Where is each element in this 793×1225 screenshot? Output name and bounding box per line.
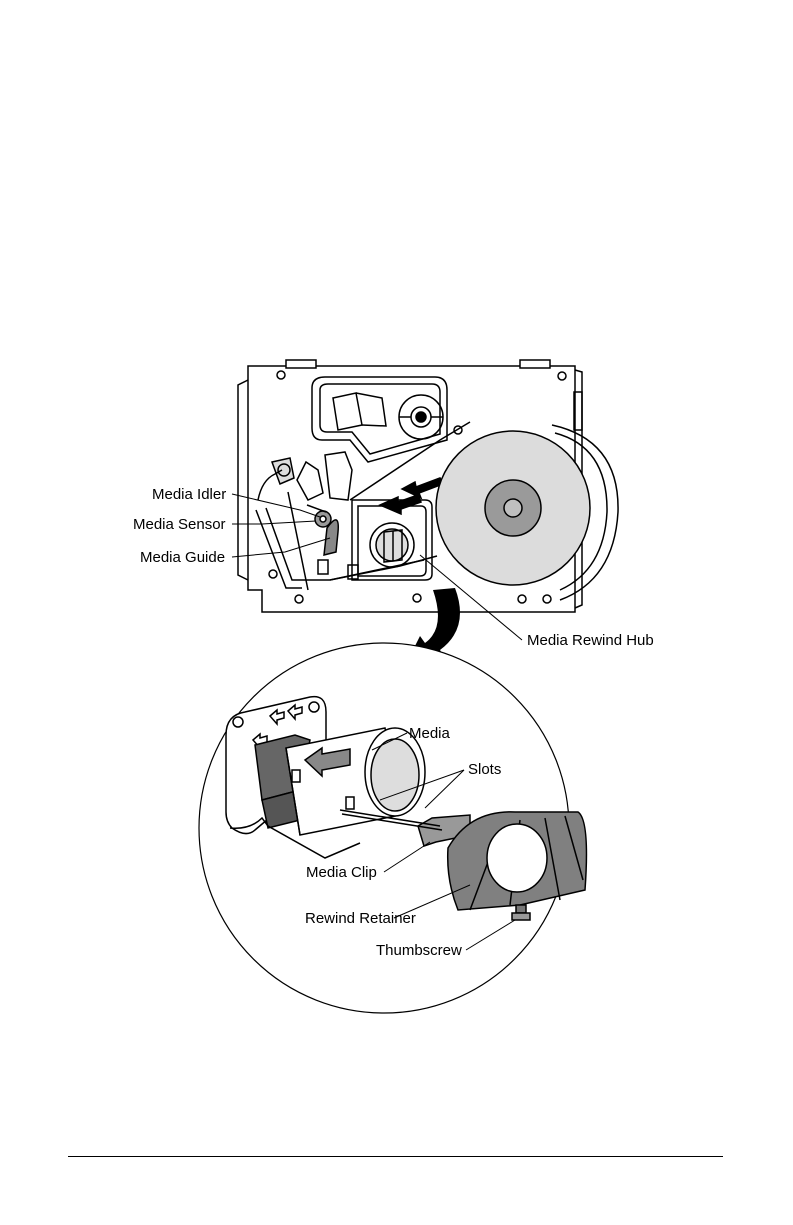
printer-side-view xyxy=(238,360,618,612)
label-media-idler: Media Idler xyxy=(152,486,226,503)
label-thumbscrew: Thumbscrew xyxy=(376,942,462,959)
label-media-sensor: Media Sensor xyxy=(133,516,226,533)
label-rewind-retainer: Rewind Retainer xyxy=(305,910,416,927)
label-media: Media xyxy=(409,725,451,742)
label-slots: Slots xyxy=(468,761,501,778)
footer-rule xyxy=(68,1156,723,1157)
label-media-rewind-hub: Media Rewind Hub xyxy=(527,632,654,649)
label-media-guide: Media Guide xyxy=(140,549,225,566)
label-media-clip: Media Clip xyxy=(306,864,377,881)
